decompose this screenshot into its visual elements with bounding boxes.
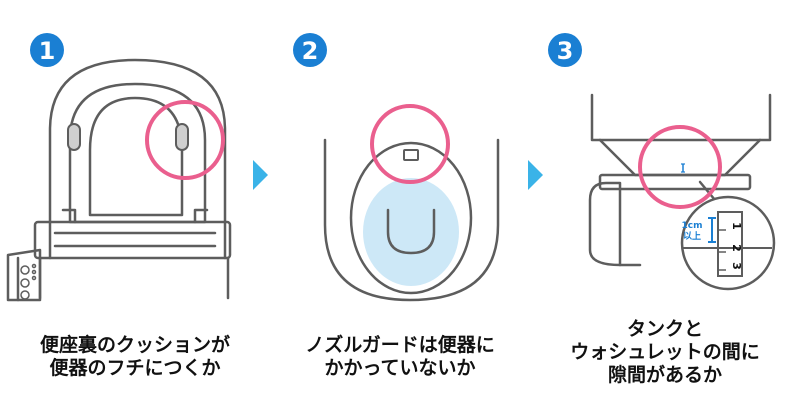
seat-cushion-left: [67, 123, 81, 151]
highlight-ring-1: [145, 100, 225, 180]
step-1-caption-line-1: 便座裏のクッションが: [39, 334, 230, 356]
bowl-inner-line: [386, 208, 436, 255]
step-2-caption-line-1: ノズルガードは便器に: [305, 334, 495, 356]
ruler-ticks-marks: [718, 229, 726, 271]
step-3-badge: [548, 33, 582, 67]
step-2-number: 2: [302, 37, 319, 65]
control-panel-buttons: [20, 263, 37, 300]
step-1-number: 1: [39, 37, 56, 65]
step-1-caption: 便座裏のクッションが 便器のフチにつくか: [5, 334, 265, 380]
ruler-label-line-2: 以上: [683, 230, 701, 242]
seat-cushion-right: [175, 123, 189, 151]
arrow-right-icon: [253, 160, 268, 190]
ruler-tick-3: 3: [730, 262, 743, 270]
step-2-illustration: [323, 138, 500, 302]
step-1-illustration: [6, 58, 232, 302]
step-3-number: 3: [557, 37, 574, 65]
bowl-water: [363, 178, 459, 286]
nozzle-guard: [403, 149, 419, 161]
ruler: [717, 211, 743, 277]
step-1-badge: [30, 33, 64, 67]
step-2-caption-line-2: かかっていないか: [324, 357, 476, 379]
step-3-caption-line-3: 隙間があるか: [607, 364, 722, 386]
step-3-caption-line-1: タンクと: [626, 318, 703, 340]
highlight-ring-2: [370, 104, 450, 184]
ruler-tick-2: 2: [730, 244, 743, 252]
arrow-right-icon: [528, 160, 543, 190]
step-3-caption-line-2: ウォシュレットの間に: [570, 341, 760, 363]
highlight-ring-3: [638, 125, 722, 209]
ruler-tick-1: 1: [730, 222, 743, 230]
step-2-caption: ノズルガードは便器に かかっていないか: [270, 334, 530, 380]
step-3-illustration: [588, 93, 772, 267]
step-1-caption-line-2: 便器のフチにつくか: [49, 357, 221, 379]
step-3-caption: タンクと ウォシュレットの間に 隙間があるか: [535, 318, 795, 387]
step-2-badge: [293, 33, 327, 67]
ruler-label-line-1: 1cm: [682, 221, 703, 231]
